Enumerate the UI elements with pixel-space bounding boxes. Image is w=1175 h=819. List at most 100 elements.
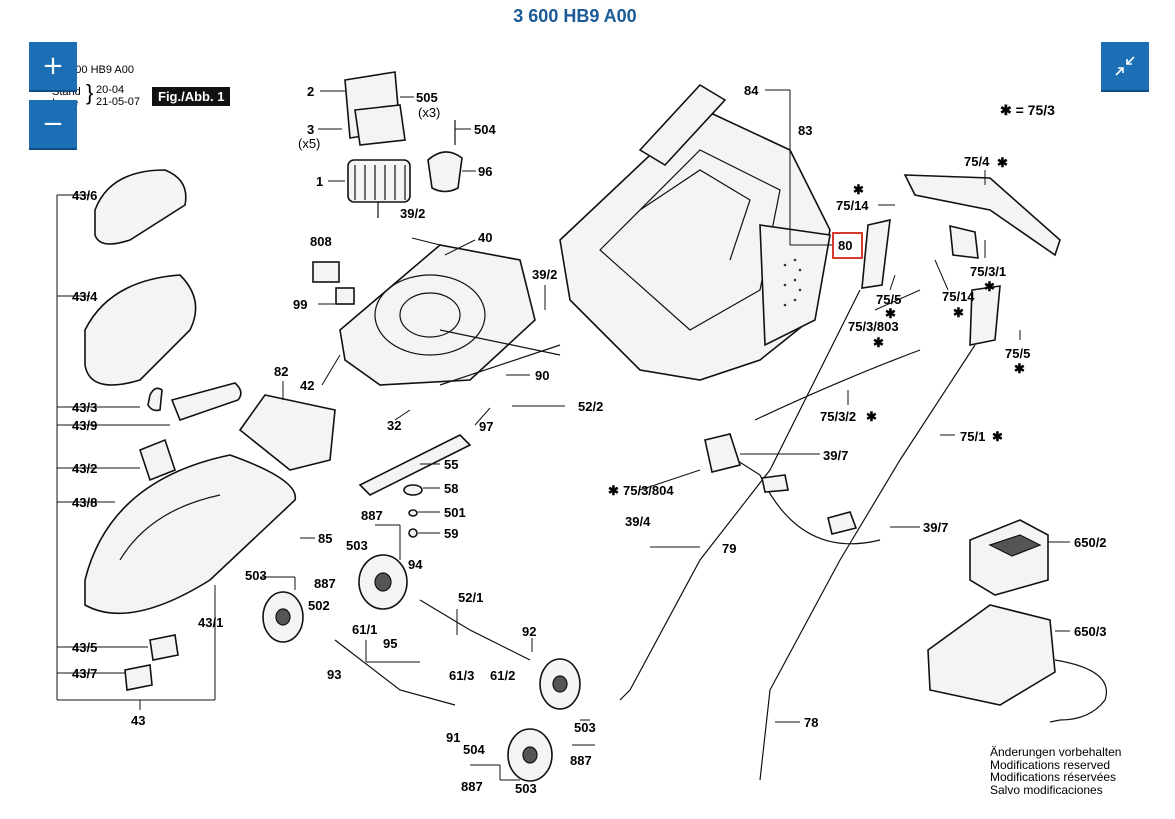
part-label-59[interactable]: 59 <box>444 526 458 541</box>
part-label-75-1[interactable]: 75/1 <box>960 429 985 444</box>
part-label-84[interactable]: 84 <box>744 83 759 98</box>
notice-line-en: Modifications reserved <box>990 757 1111 772</box>
part-label-75-3-1[interactable]: 75/3/1 <box>970 264 1006 279</box>
part-label-887-a[interactable]: 887 <box>361 508 383 523</box>
part-label-887-c[interactable]: 887 <box>570 753 592 768</box>
part-label-97[interactable]: 97 <box>479 419 493 434</box>
part-label-58[interactable]: 58 <box>444 481 458 496</box>
part-label-1[interactable]: 1 <box>316 174 323 189</box>
part-label-503-c[interactable]: 503 <box>574 720 596 735</box>
part-label-96[interactable]: 96 <box>478 164 492 179</box>
collapse-arrows-icon <box>1115 56 1135 76</box>
part-label-92[interactable]: 92 <box>522 624 536 639</box>
star-75-5-b: ✱ <box>1014 361 1025 376</box>
stand-value: 20-04 <box>96 84 125 96</box>
leader-lines <box>56 89 1070 781</box>
part-label-42[interactable]: 42 <box>300 378 314 393</box>
part-label-503-a[interactable]: 503 <box>346 538 368 553</box>
part-label-3[interactable]: 3 <box>307 122 314 137</box>
header-code: 3 600 HB9 A00 <box>60 64 135 76</box>
notice-line-fr: Modifications réservées <box>990 770 1117 784</box>
part-label-75-14-a[interactable]: 75/14 <box>836 198 869 213</box>
exit-fullscreen-button[interactable] <box>1101 42 1149 92</box>
part-label-61-1[interactable]: 61/1 <box>352 622 377 637</box>
star-75-3-1: ✱ <box>984 279 995 294</box>
notice-line-es: Salvo modificaciones <box>990 782 1103 797</box>
part-label-61-3[interactable]: 61/3 <box>449 668 474 683</box>
part-label-78[interactable]: 78 <box>804 715 818 730</box>
part-label-43-2[interactable]: 43/2 <box>72 461 97 476</box>
part-label-501[interactable]: 501 <box>444 505 466 520</box>
part-label-75-3-804[interactable]: 75/3/804 <box>623 483 674 498</box>
part-label-32[interactable]: 32 <box>387 418 401 433</box>
part-label-75-3-803[interactable]: 75/3/803 <box>848 319 899 334</box>
filter-mat-drawing <box>238 394 336 471</box>
zoom-in-button[interactable]: + <box>29 42 77 92</box>
part-label-79[interactable]: 79 <box>722 541 736 556</box>
part-label-43-8[interactable]: 43/8 <box>72 495 97 510</box>
part-label-39-4[interactable]: 39/4 <box>625 514 651 529</box>
part-label-43-4[interactable]: 43/4 <box>72 289 98 304</box>
part-label-52-1[interactable]: 52/1 <box>458 590 483 605</box>
part-label-43-6[interactable]: 43/6 <box>72 188 97 203</box>
part-label-43-9[interactable]: 43/9 <box>72 418 97 433</box>
part-label-80[interactable]: 80 <box>838 238 852 253</box>
part-label-43-1[interactable]: 43/1 <box>198 615 223 630</box>
part-label-503-d[interactable]: 503 <box>515 781 537 796</box>
minus-icon: − <box>42 109 64 139</box>
part-label-503-b[interactable]: 503 <box>245 568 267 583</box>
part-label-83[interactable]: 83 <box>798 123 812 138</box>
part-label-91[interactable]: 91 <box>446 730 460 745</box>
part-label-43[interactable]: 43 <box>131 713 145 728</box>
part-label-75-5-b[interactable]: 75/5 <box>1005 346 1030 361</box>
part-label-43-5[interactable]: 43/5 <box>72 640 97 655</box>
part-label-94[interactable]: 94 <box>408 557 423 572</box>
part-label-82[interactable]: 82 <box>274 364 288 379</box>
part-label-39-2-top[interactable]: 39/2 <box>400 206 425 221</box>
battery-drawing <box>969 519 1049 596</box>
part-label-505[interactable]: 505 <box>416 90 438 105</box>
issue-value: 21-05-07 <box>96 96 141 108</box>
cover-drawing <box>84 169 297 691</box>
part-label-99[interactable]: 99 <box>293 297 307 312</box>
part-label-75-5-a[interactable]: 75/5 <box>876 292 901 307</box>
part-label-x3: (x3) <box>418 105 440 120</box>
star-75-14-b: ✱ <box>953 305 964 320</box>
part-label-95[interactable]: 95 <box>383 636 397 651</box>
zoom-out-button[interactable]: − <box>29 100 77 150</box>
part-label-887-b[interactable]: 887 <box>314 576 336 591</box>
part-label-2[interactable]: 2 <box>307 84 314 99</box>
star-75-14-a: ✱ <box>853 182 864 197</box>
part-label-52-2[interactable]: 52/2 <box>578 399 603 414</box>
part-label-40[interactable]: 40 <box>478 230 492 245</box>
part-label-650-2[interactable]: 650/2 <box>1074 535 1107 550</box>
wheels-drawing <box>262 554 581 782</box>
motor-drawing <box>344 71 463 218</box>
part-label-75-14-b[interactable]: 75/14 <box>942 289 975 304</box>
part-label-39-7-b[interactable]: 39/7 <box>923 520 948 535</box>
document-title: 3 600 HB9 A00 <box>513 6 637 26</box>
part-label-504-bottom[interactable]: 504 <box>463 742 485 757</box>
part-label-75-3-2[interactable]: 75/3/2 <box>820 409 856 424</box>
part-label-504-top[interactable]: 504 <box>474 122 496 137</box>
star-75-4: ✱ <box>997 155 1008 170</box>
charger-drawing <box>927 604 1107 723</box>
header-brace: } <box>86 80 94 105</box>
part-label-90[interactable]: 90 <box>535 368 549 383</box>
part-label-887-d[interactable]: 887 <box>461 779 483 794</box>
part-label-39-2-right[interactable]: 39/2 <box>532 267 557 282</box>
notice-line-de: Änderungen vorbehalten <box>990 745 1122 759</box>
plus-icon: + <box>42 51 64 81</box>
part-label-85[interactable]: 85 <box>318 531 332 546</box>
part-label-43-3[interactable]: 43/3 <box>72 400 97 415</box>
part-label-650-3[interactable]: 650/3 <box>1074 624 1107 639</box>
part-label-93[interactable]: 93 <box>327 667 341 682</box>
grass-box-drawing <box>559 83 831 381</box>
part-label-75-4[interactable]: 75/4 <box>964 154 990 169</box>
part-label-61-2[interactable]: 61/2 <box>490 668 515 683</box>
part-label-43-7[interactable]: 43/7 <box>72 666 97 681</box>
part-label-808[interactable]: 808 <box>310 234 332 249</box>
part-label-502[interactable]: 502 <box>308 598 330 613</box>
part-label-39-7-a[interactable]: 39/7 <box>823 448 848 463</box>
part-label-55[interactable]: 55 <box>444 457 458 472</box>
